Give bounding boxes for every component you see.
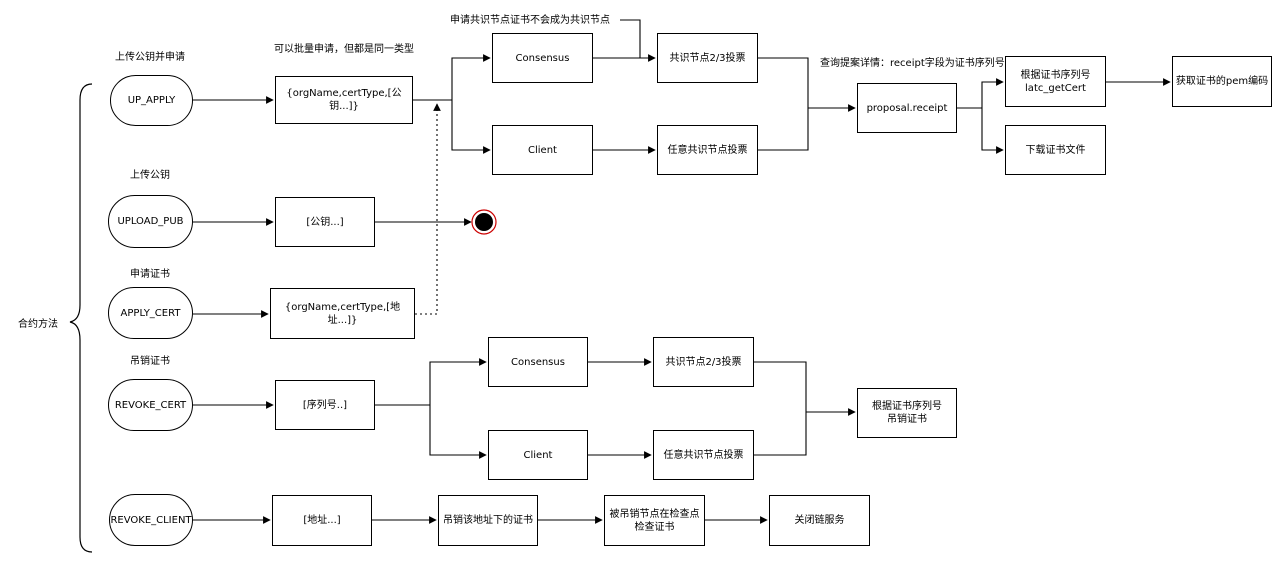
vote-any-box-2: 任意共识节点投票 xyxy=(653,430,754,480)
vote-consensus-box-2: 共识节点2/3投票 xyxy=(653,337,754,387)
edge-vote-2-merge-top xyxy=(754,361,807,412)
upload-pub-params-box: [公钥...] xyxy=(275,197,375,247)
revoke-cert-params-box: [序列号..] xyxy=(275,380,375,430)
apply-cert-params-box: {orgName,certType,[地址...]} xyxy=(270,288,415,339)
client-box-1: Client xyxy=(492,125,593,175)
edge-branch-to-download xyxy=(981,108,1004,154)
revoke-client-params-box: [地址...] xyxy=(272,495,372,546)
proposal-receipt-box: proposal.receipt xyxy=(857,83,957,133)
vote-consensus-box-1: 共识节点2/3投票 xyxy=(657,33,758,83)
method-revoke-client[interactable]: REVOKE_CLIENT xyxy=(109,494,193,546)
consensus-note: 申请共识节点证书不会成为共识节点 xyxy=(450,15,610,26)
download-cert-box: 下载证书文件 xyxy=(1005,125,1106,175)
revoke-addr-certs-box: 吊销该地址下的证书 xyxy=(438,495,538,546)
edge-vote-any-merge xyxy=(758,108,809,151)
edge-branch-to-client xyxy=(451,100,491,154)
edge-vote-2-merge-bottom xyxy=(754,412,807,456)
contract-methods-label: 合约方法 xyxy=(18,319,58,330)
edge-branch-to-consensus xyxy=(451,54,491,100)
batch-note: 可以批量申请，但都是同一类型 xyxy=(274,44,414,55)
vote-any-box-1: 任意共识节点投票 xyxy=(657,125,758,175)
consensus-box-1: Consensus xyxy=(492,33,593,83)
edge-vote-consensus-merge xyxy=(758,57,809,108)
get-cert-box: 根据证书序列号 latc_getCert xyxy=(1005,56,1106,107)
up-apply-title: 上传公钥并申请 xyxy=(115,52,185,63)
upload-pub-title: 上传公钥 xyxy=(130,170,170,181)
method-upload-pub[interactable]: UPLOAD_PUB xyxy=(108,195,193,248)
pem-encode-box: 获取证书的pem编码 xyxy=(1172,56,1272,107)
end-state-dot xyxy=(475,213,493,231)
apply-cert-title: 申请证书 xyxy=(130,269,170,280)
method-apply-cert[interactable]: APPLY_CERT xyxy=(108,287,193,339)
close-chain-box: 关闭链服务 xyxy=(769,495,870,546)
edge-branch-to-consensus-2 xyxy=(429,358,487,405)
checkpoint-check-box: 被吊销节点在检查点 检查证书 xyxy=(604,495,705,546)
client-box-2: Client xyxy=(488,430,588,480)
query-note: 查询提案详情：receipt字段为证书序列号 xyxy=(820,58,1005,69)
edge-note-to-vote xyxy=(620,19,641,58)
revoke-cert-title: 吊销证书 xyxy=(130,356,170,367)
revoke-by-serial-box: 根据证书序列号 吊销证书 xyxy=(857,388,957,438)
edge-branch-to-client-2 xyxy=(429,405,487,459)
consensus-box-2: Consensus xyxy=(488,337,588,387)
method-group-brace xyxy=(69,83,93,553)
method-up-apply[interactable]: UP_APPLY xyxy=(110,75,193,126)
up-apply-params-box: {orgName,certType,[公钥...]} xyxy=(275,76,413,124)
edge-apply-params-to-up-apply xyxy=(415,103,441,315)
method-revoke-cert[interactable]: REVOKE_CERT xyxy=(108,379,193,431)
edge-branch-to-getcert xyxy=(981,78,1004,108)
